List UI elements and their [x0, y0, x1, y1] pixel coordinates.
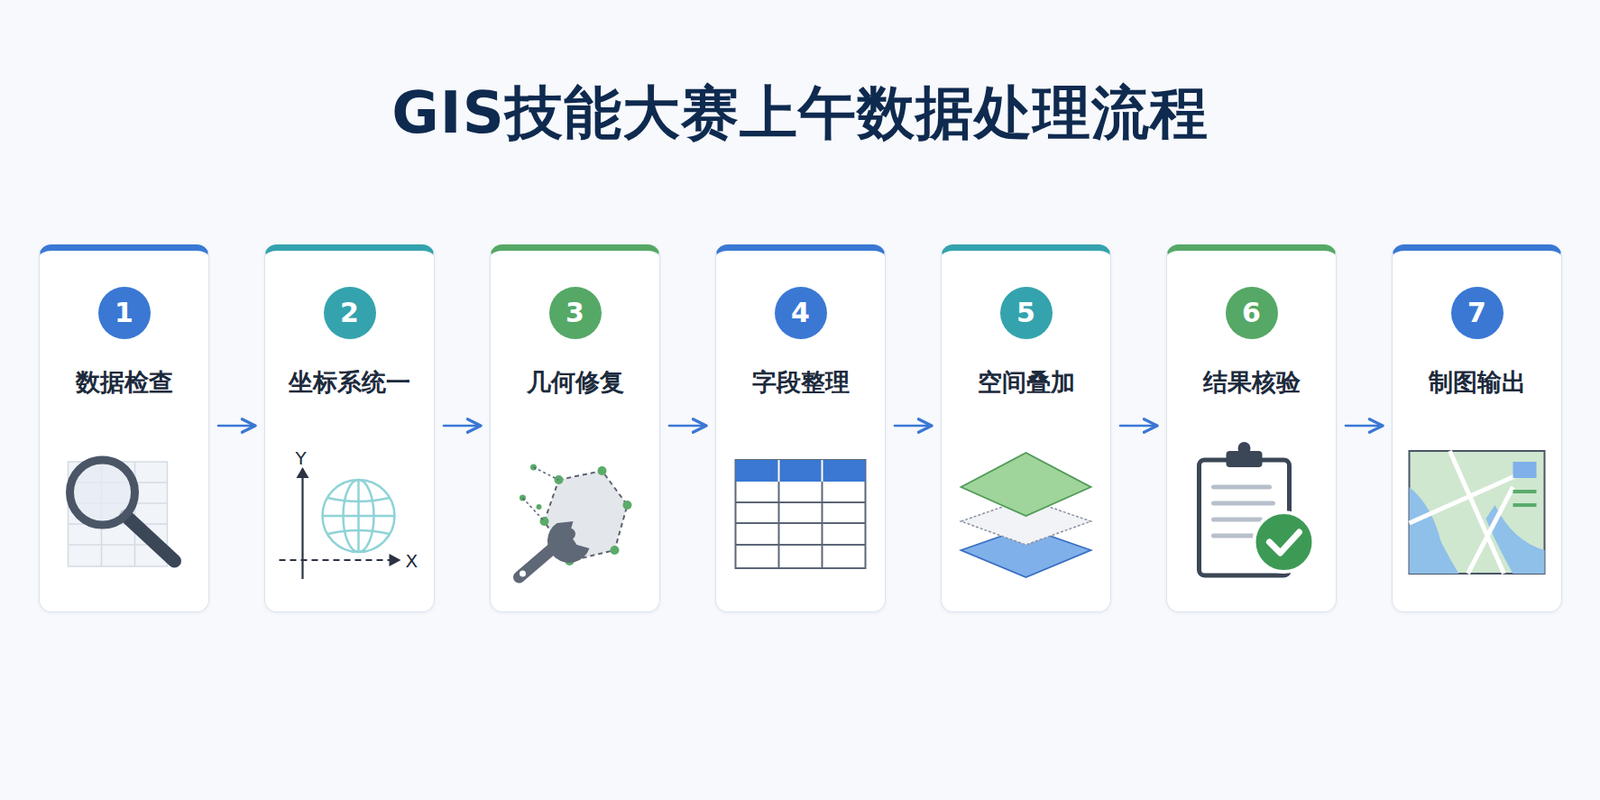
step-number: 1 — [98, 286, 151, 340]
process-card: 7 制图输出 — [1391, 244, 1563, 613]
step-number: 5 — [1000, 286, 1053, 340]
flow-arrow — [669, 424, 707, 428]
repair-icon — [519, 464, 633, 579]
step-label: 结果核验 — [1203, 366, 1301, 399]
process-card: 3 几何修复 — [489, 244, 661, 613]
table-icon — [735, 459, 866, 569]
clipboard-icon — [1199, 441, 1315, 576]
flow-arrow — [1345, 424, 1383, 428]
process-card: 4 字段整理 — [715, 244, 886, 613]
map-icon — [1409, 450, 1545, 574]
step-number: 2 — [323, 286, 377, 340]
flow-arrow — [218, 424, 256, 428]
step-label: 几何修复 — [526, 366, 625, 399]
step-label: 空间叠加 — [977, 366, 1076, 399]
flow-arrow — [1120, 424, 1158, 428]
step-number: 3 — [549, 286, 602, 340]
step-number: 6 — [1225, 286, 1279, 340]
diagram-title: GIS技能大赛上午数据处理流程 — [0, 73, 1600, 153]
magnifier-icon — [68, 459, 175, 567]
process-card: 1 数据检查 — [38, 244, 210, 613]
step-number: 4 — [774, 286, 828, 340]
process-card: 5 空间叠加 — [940, 244, 1112, 613]
step-label: 字段整理 — [752, 366, 850, 399]
process-card: 6 结果核验 — [1166, 244, 1337, 613]
axis-label: X — [405, 551, 419, 571]
axes-globe-icon — [279, 467, 402, 580]
step-label: 坐标系统一 — [288, 366, 411, 399]
layers-icon — [961, 452, 1092, 578]
step-label: 数据检查 — [75, 366, 174, 399]
step-label: 制图输出 — [1428, 366, 1527, 399]
flow-arrow — [443, 424, 481, 428]
axis-label: Y — [295, 448, 307, 469]
step-number: 7 — [1451, 286, 1504, 340]
flow-arrow — [894, 424, 932, 428]
